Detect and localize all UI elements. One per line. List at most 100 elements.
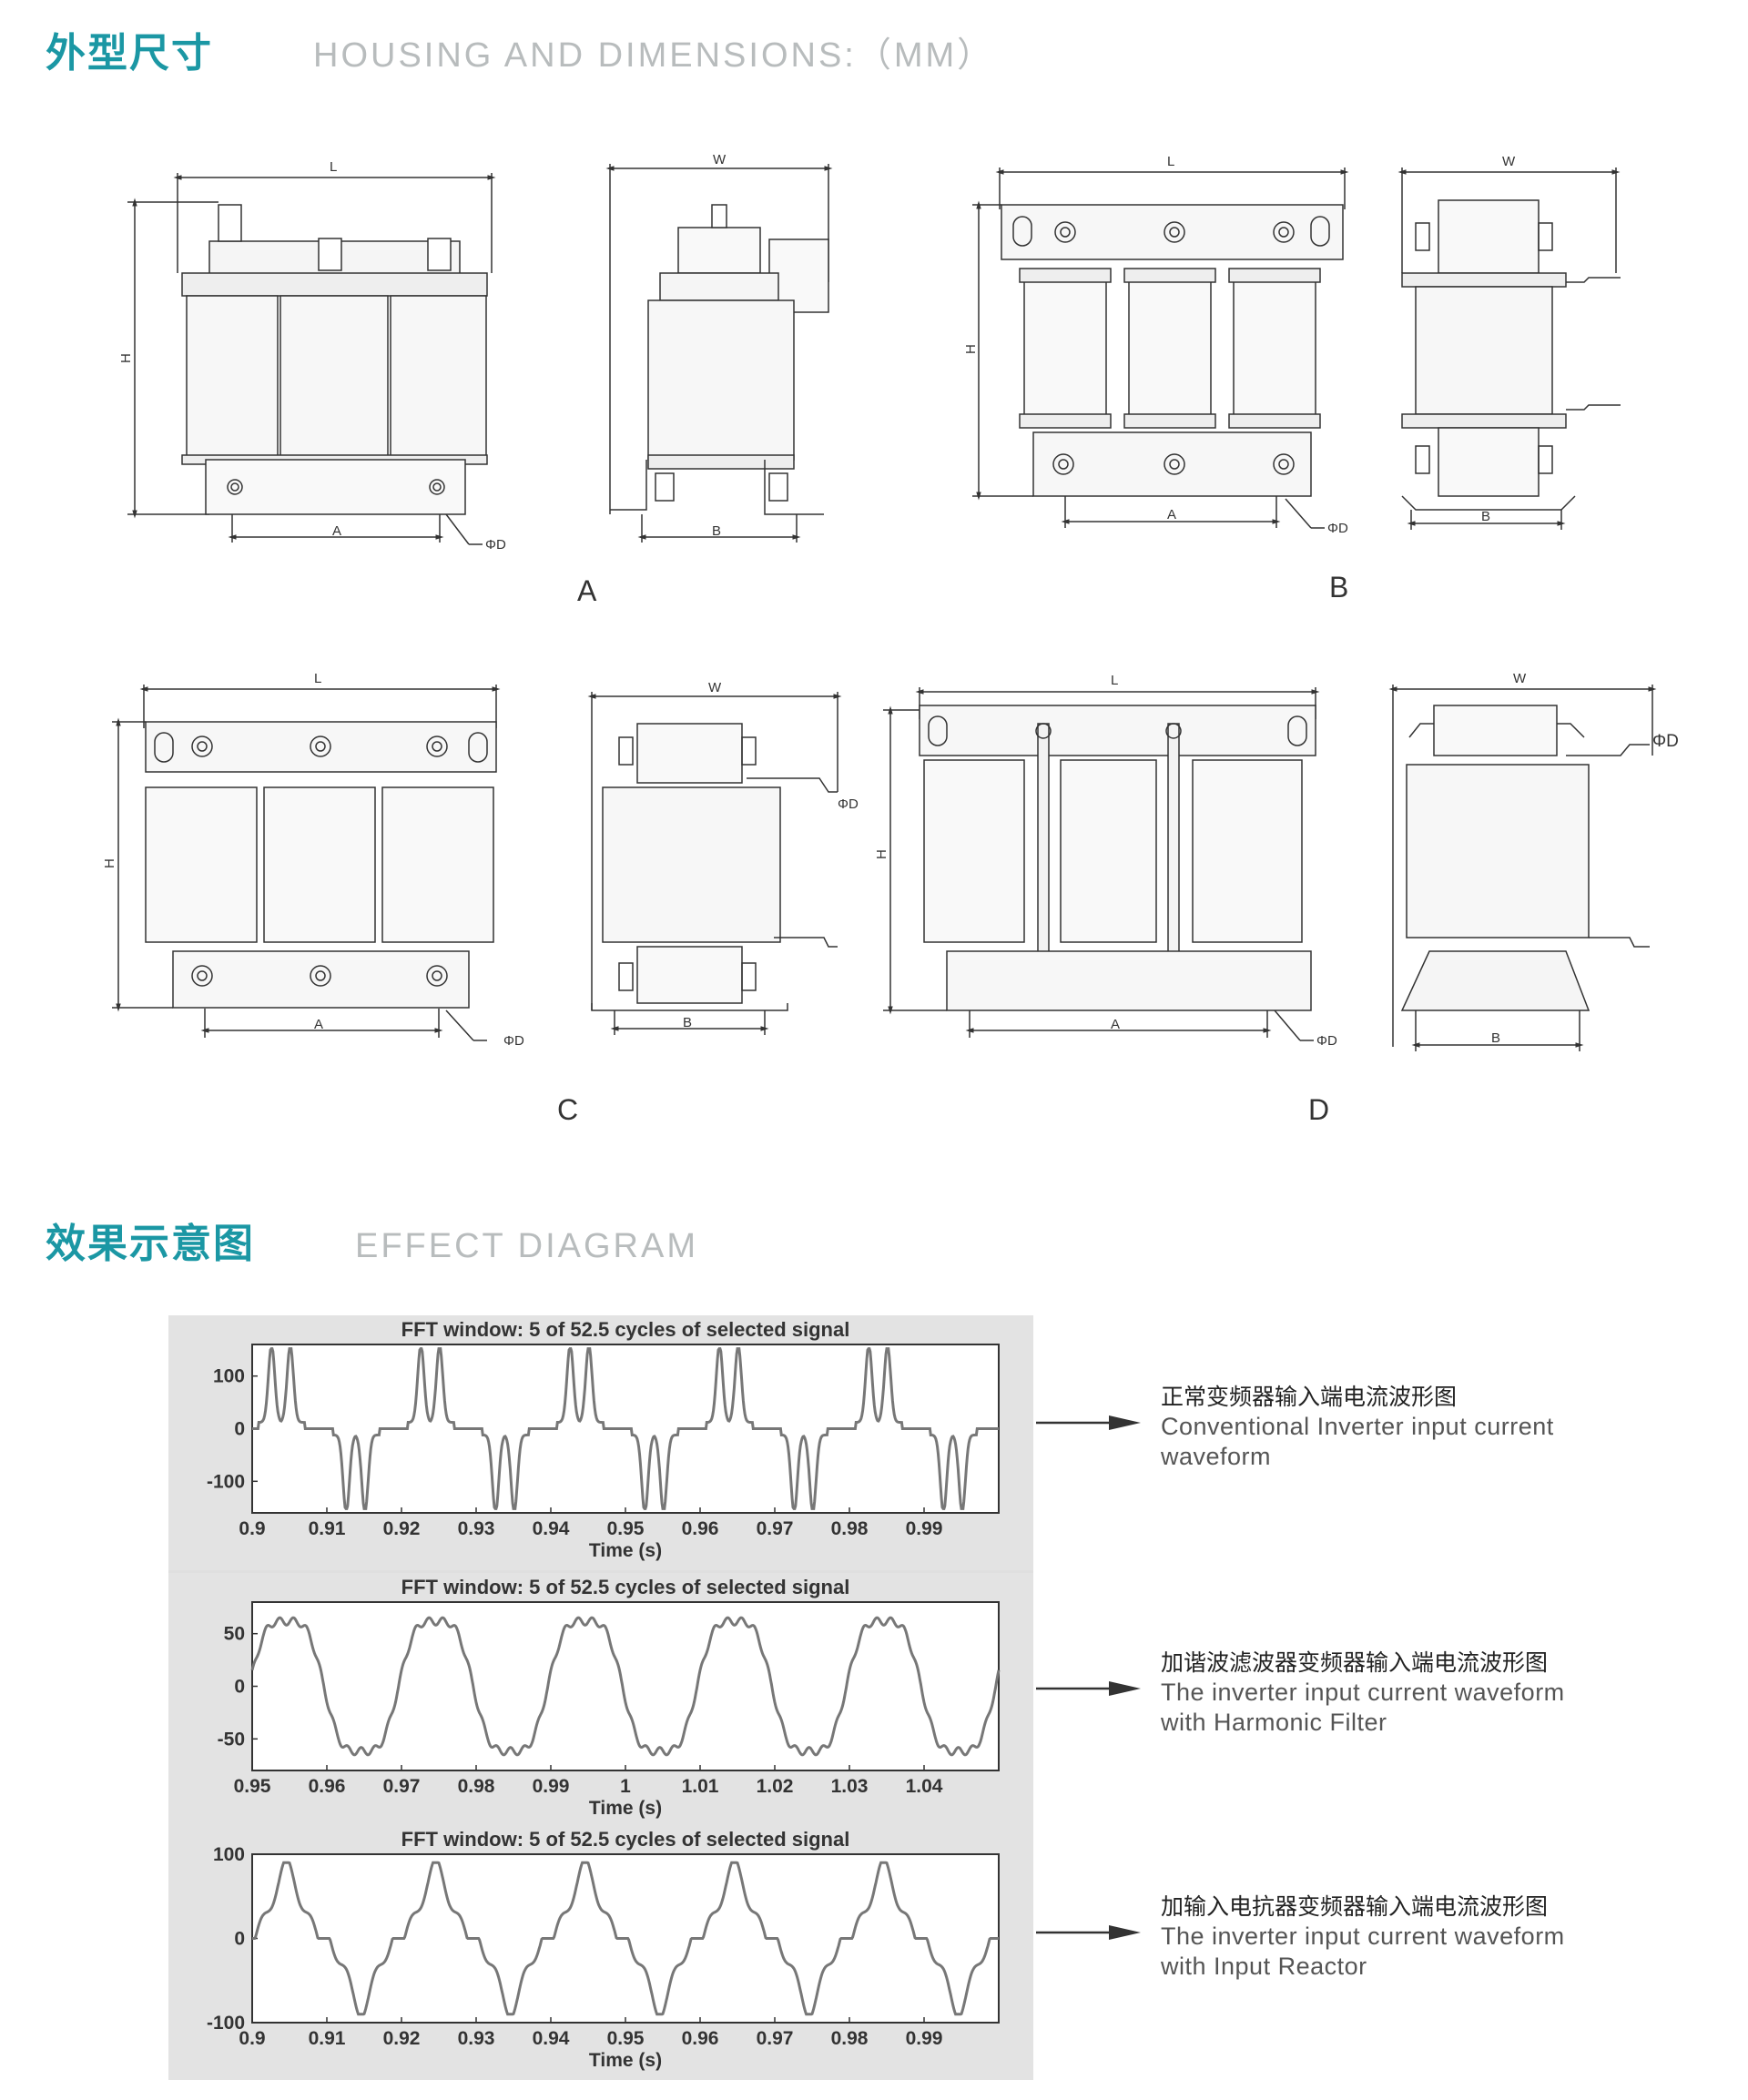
fig-c-dim-d: ΦD: [503, 1033, 524, 1049]
chart-title: FFT window: 5 of 52.5 cycles of selected…: [401, 1576, 850, 1598]
x-tick-label: 0.92: [383, 1518, 421, 1539]
waveform-line: [252, 1861, 999, 2016]
x-tick-label: 0.95: [607, 2028, 645, 2049]
figure-b-side: [1397, 167, 1621, 530]
fig-d-dim-l: L: [1111, 673, 1118, 688]
housing-section-header: 外型尺寸 HOUSING AND DIMENSIONS:（MM）: [46, 20, 994, 84]
x-tick-label: 0.97: [383, 1776, 421, 1797]
fig-a-dim-b: B: [712, 523, 721, 539]
x-tick-label: 0.93: [458, 2028, 495, 2049]
fig-b-dim-h: H: [963, 344, 979, 354]
y-tick-label: 50: [224, 1624, 245, 1645]
fig-c-dim-b: B: [683, 1015, 692, 1030]
x-tick-label: 0.9: [239, 1518, 265, 1539]
housing-title-cn: 外型尺寸: [46, 30, 213, 76]
fig-c-dim-d2: ΦD: [838, 796, 859, 812]
x-tick-label: 0.95: [234, 1776, 271, 1797]
fig-b-label: B: [1329, 571, 1348, 604]
figure-d-front: [883, 687, 1320, 1041]
fig-a-dim-d: ΦD: [485, 537, 506, 553]
fig-c-dim-w: W: [708, 680, 722, 695]
description-en-line: with Input Reactor: [1161, 1953, 1367, 1980]
fig-d-label: D: [1308, 1093, 1329, 1126]
description-cn: 加谐波滤波器变频器输入端电流波形图: [1161, 1649, 1549, 1676]
x-tick-label: 0.94: [533, 1518, 570, 1539]
fig-d-dim-w: W: [1513, 671, 1527, 686]
description-cn: 加输入电抗器变频器输入端电流波形图: [1161, 1893, 1549, 1920]
description-en-line: The inverter input current waveform: [1161, 1679, 1565, 1706]
x-tick-label: 0.91: [309, 1518, 346, 1539]
x-tick-label: 0.96: [682, 1518, 719, 1539]
fig-d-dim-d: ΦD: [1316, 1033, 1337, 1049]
housing-title-en: HOUSING AND DIMENSIONS:（MM）: [313, 36, 995, 75]
chart-input-reactor: FFT window: 5 of 52.5 cycles of selected…: [168, 1825, 1033, 2080]
arrow-right-icon: [1036, 1681, 1141, 1696]
figure-c-front: [112, 685, 501, 1041]
figure-a-side: [605, 164, 833, 543]
fig-c-dim-a: A: [314, 1017, 323, 1032]
x-axis-label: Time (s): [589, 1540, 662, 1561]
fig-b-dim-b: B: [1481, 509, 1490, 524]
plot-area: [251, 1601, 1000, 1771]
x-tick-label: 1.03: [831, 1776, 869, 1797]
fig-c-dim-h: H: [102, 858, 117, 868]
y-tick-label: 0: [234, 1419, 245, 1440]
chart-harmonic-filter: FFT window: 5 of 52.5 cycles of selected…: [168, 1573, 1033, 1828]
y-tick-label: 0: [234, 1677, 245, 1698]
effect-title-en: EFFECT DIAGRAM: [355, 1227, 698, 1265]
fig-b-dim-l: L: [1167, 154, 1174, 169]
x-tick-label: 1.01: [682, 1776, 719, 1797]
fig-a-label: A: [577, 574, 597, 607]
effect-title-cn: 效果示意图: [46, 1221, 255, 1267]
x-tick-label: 0.92: [383, 2028, 421, 2049]
y-tick-label: 100: [213, 1844, 245, 1865]
waveform-line: [252, 1347, 999, 1510]
figure-a-front: [127, 173, 496, 545]
fig-b-dim-w: W: [1502, 154, 1516, 169]
chart-title: FFT window: 5 of 52.5 cycles of selected…: [401, 1828, 850, 1851]
fig-b-dim-d: ΦD: [1327, 521, 1348, 536]
description-en-line: The inverter input current waveform: [1161, 1922, 1565, 1950]
x-tick-label: 1: [620, 1776, 631, 1797]
x-tick-label: 0.99: [906, 1518, 943, 1539]
effect-section-header: 效果示意图 EFFECT DIAGRAM: [46, 1211, 698, 1274]
dimension-drawings: L H A ΦD W B A L H A ΦD W B B L H A ΦD W…: [102, 152, 1679, 1126]
y-tick-label: -100: [207, 2013, 245, 2034]
fig-a-dim-w: W: [713, 152, 727, 167]
y-tick-label: 0: [234, 1929, 245, 1950]
x-tick-label: 0.98: [458, 1776, 495, 1797]
figure-c-side: [587, 692, 842, 1035]
x-tick-label: 0.98: [831, 1518, 869, 1539]
fig-a-dim-a: A: [332, 523, 341, 539]
x-tick-label: 0.99: [533, 1776, 570, 1797]
x-tick-label: 0.99: [906, 2028, 943, 2049]
x-tick-label: 0.98: [831, 2028, 869, 2049]
x-tick-label: 0.97: [757, 2028, 794, 2049]
x-axis-label: Time (s): [589, 2050, 662, 2071]
waveform-line: [250, 1616, 1001, 1757]
fig-c-dim-l: L: [314, 671, 321, 686]
y-tick-label: -50: [218, 1729, 245, 1750]
figure-d-side: [1388, 685, 1657, 1051]
y-tick-label: -100: [207, 1471, 245, 1492]
fig-d-dim-h: H: [874, 849, 889, 859]
y-tick-label: 100: [213, 1366, 245, 1387]
description-cn: 正常变频器输入端电流波形图: [1161, 1384, 1458, 1410]
figure-b-front: [972, 167, 1349, 529]
x-tick-label: 0.97: [757, 1518, 794, 1539]
waveform-charts-panel: FFT window: 5 of 52.5 cycles of selected…: [168, 1315, 1033, 2080]
fig-d-dim-b: B: [1491, 1030, 1500, 1046]
fig-d-dim-a: A: [1111, 1017, 1120, 1032]
x-tick-label: 0.95: [607, 1518, 645, 1539]
x-axis-label: Time (s): [589, 1798, 662, 1819]
fig-b-dim-a: A: [1167, 507, 1176, 522]
fig-d-dim-d2: ΦD: [1652, 732, 1679, 751]
x-tick-label: 0.96: [682, 2028, 719, 2049]
description-en-line: Conventional Inverter input current: [1161, 1413, 1554, 1440]
chart-title: FFT window: 5 of 52.5 cycles of selected…: [401, 1318, 850, 1341]
x-tick-label: 0.9: [239, 2028, 265, 2049]
x-tick-label: 0.96: [309, 1776, 346, 1797]
description-en-line: waveform: [1161, 1443, 1272, 1470]
x-tick-label: 0.94: [533, 2028, 570, 2049]
fig-c-label: C: [557, 1093, 578, 1126]
